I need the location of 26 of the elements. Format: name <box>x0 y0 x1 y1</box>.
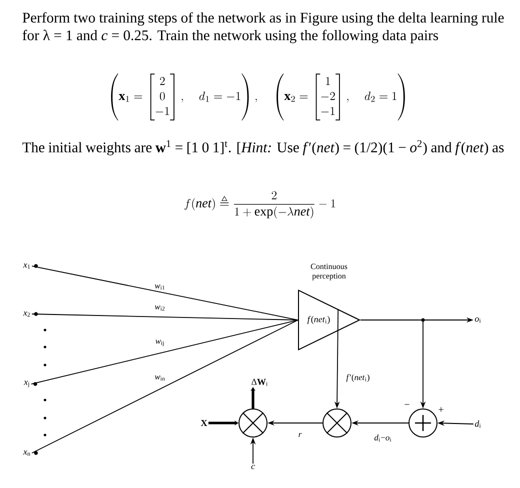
multiplier <box>322 408 352 438</box>
target-label: d$_{i}$ <box>474 420 481 428</box>
edge-label: w$_{in}$ <box>154 375 165 381</box>
input-vector-label: X <box>200 420 208 426</box>
summing-junction <box>408 408 438 438</box>
edge-label: d$_{i}$−o$_{i}$ <box>374 434 392 442</box>
learning-rate-label: c <box>251 464 255 470</box>
sign-label: + <box>438 407 444 412</box>
edge-label: w$_{i1}$ <box>154 284 165 290</box>
input-label: x$_{n}$ <box>23 450 38 456</box>
edge-label: w$_{ij}$ <box>155 340 164 346</box>
input-label: x$_{1}$ <box>23 263 38 269</box>
paragraph: The initial weights are w$^{1}$ = [1 0 1]$^{t}$. [Hint: Use f′(net) = (1/2)(1 − o$^{2}$) and f(net) as <box>22 140 504 156</box>
input-label: x$_{2}$ <box>23 311 38 317</box>
weight-update-label: ΔW$_{i}$ <box>252 378 268 386</box>
paragraph: Perform two training steps of the network as in Figure using the delta learning rule for λ = 1 and c = 0.25. Train the network using the following data pairs <box>22 12 504 44</box>
output-label: o$_{i}$ <box>474 317 481 323</box>
input-label: x$_{j}$ <box>24 380 38 388</box>
edge-label: r <box>298 433 302 437</box>
formula: $f(\mathit{net})\triangleq\frac{2}{1+\exp(-\lambda\mathit{net})}-1$ <box>184 191 336 219</box>
multiplier <box>238 408 268 438</box>
formula: $\left(\mathbf{x}_1=\begin{bmatrix}2\\0\\-1\end{bmatrix},\quad d_1=-1\right),\quad\left(\mathbf{x}_2=\begin{bmatrix}1\\-2\\-1\end{bmatrix},\quad d_2=1\right)$ <box>111 74 405 120</box>
sign-label: − <box>404 404 410 405</box>
edge-label: w$_{i2}$ <box>154 305 165 311</box>
node-label: Continuous perception <box>310 264 348 280</box>
edge-label: f′(net$_{i}$) <box>346 374 370 382</box>
